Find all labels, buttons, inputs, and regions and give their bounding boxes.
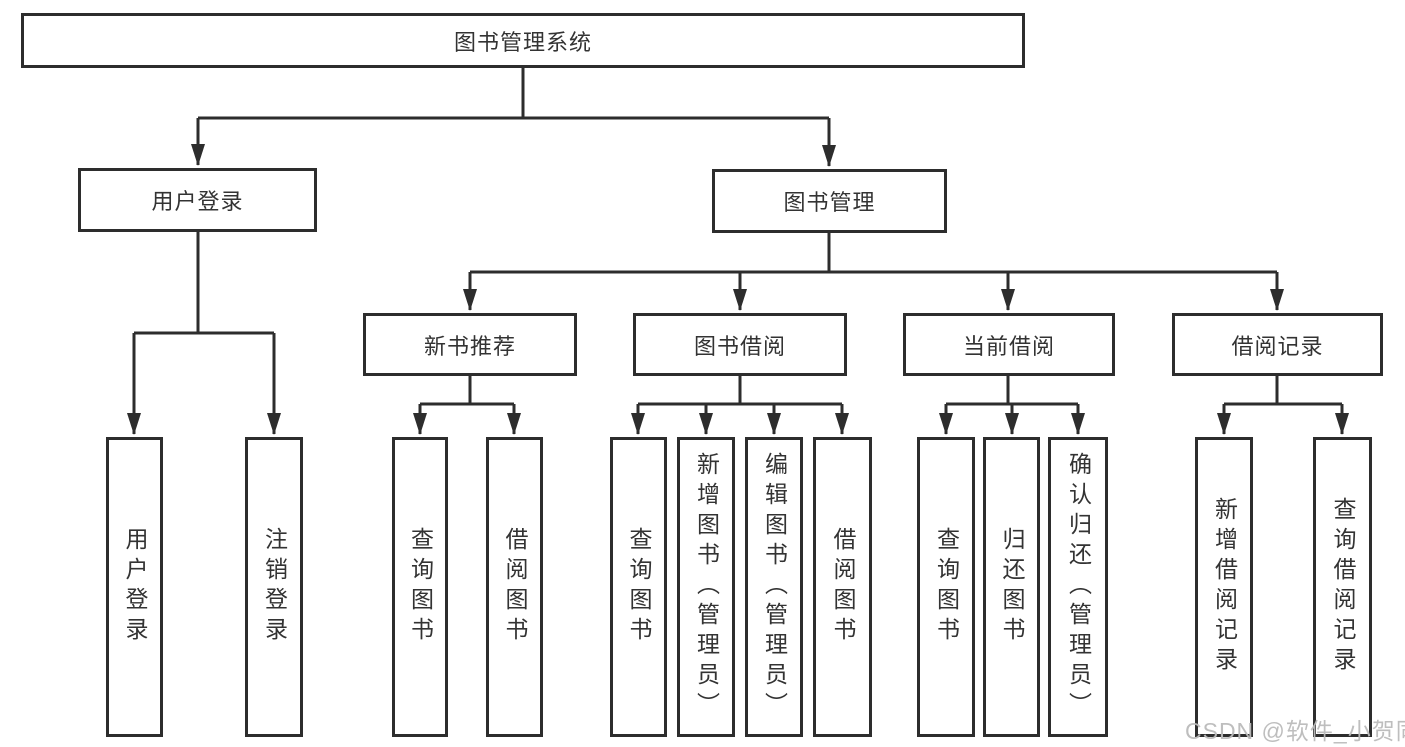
node-borrow-record: 借阅记录 [1172,313,1383,376]
leaf-label: 查询图书 [407,527,434,647]
leaf-current-confirm-return-admin: 确认归还（管理员） [1048,437,1108,737]
leaf-label: 查询图书 [626,527,652,647]
node-label: 新书推荐 [423,333,516,359]
node-label: 图书管理系统 [453,29,592,55]
node-label: 图书管理 [783,190,876,215]
leaf-label: 查询借阅记录 [1330,497,1356,677]
leaf-newbook-query-book: 查询图书 [392,437,448,737]
node-label: 用户登录 [151,189,244,214]
leaf-current-query-book: 查询图书 [917,437,975,737]
leaf-record-query-borrow-record: 查询借阅记录 [1313,437,1372,737]
node-book-borrow: 图书借阅 [633,313,847,376]
leaf-logout-login: 注销登录 [245,437,303,737]
node-label: 当前借阅 [962,333,1055,359]
leaf-label: 新增借阅记录 [1211,497,1238,677]
leaf-borrow-edit-book-admin: 编辑图书（管理员） [745,437,803,737]
leaf-label: 新增图书（管理员） [693,452,720,722]
node-user-login: 用户登录 [78,168,317,232]
csdn-watermark: CSDN @软件_小贺同学 [1185,718,1405,744]
node-label: 借阅记录 [1231,333,1324,359]
leaf-current-return-book: 归还图书 [983,437,1040,737]
leaf-label: 查询图书 [933,527,960,647]
node-book-management: 图书管理 [712,169,947,233]
leaf-record-add-borrow-record: 新增借阅记录 [1195,437,1253,737]
leaf-label: 借阅图书 [830,527,856,647]
leaf-user-login: 用户登录 [106,437,163,737]
leaf-label: 编辑图书（管理员） [761,452,788,722]
leaf-borrow-add-book-admin: 新增图书（管理员） [677,437,735,737]
leaf-label: 注销登录 [261,527,288,647]
node-label: 图书借阅 [693,333,786,359]
leaf-label: 借阅图书 [502,527,528,647]
leaf-newbook-borrow-book: 借阅图书 [486,437,543,737]
leaf-borrow-borrow-book: 借阅图书 [813,437,872,737]
node-current-borrow: 当前借阅 [903,313,1115,376]
leaf-label: 归还图书 [999,527,1025,647]
leaf-label: 确认归还（管理员） [1065,452,1092,722]
leaf-borrow-query-book: 查询图书 [610,437,667,737]
node-library-system-root: 图书管理系统 [21,13,1025,68]
node-new-book-recommend: 新书推荐 [363,313,577,376]
leaf-label: 用户登录 [122,527,148,647]
